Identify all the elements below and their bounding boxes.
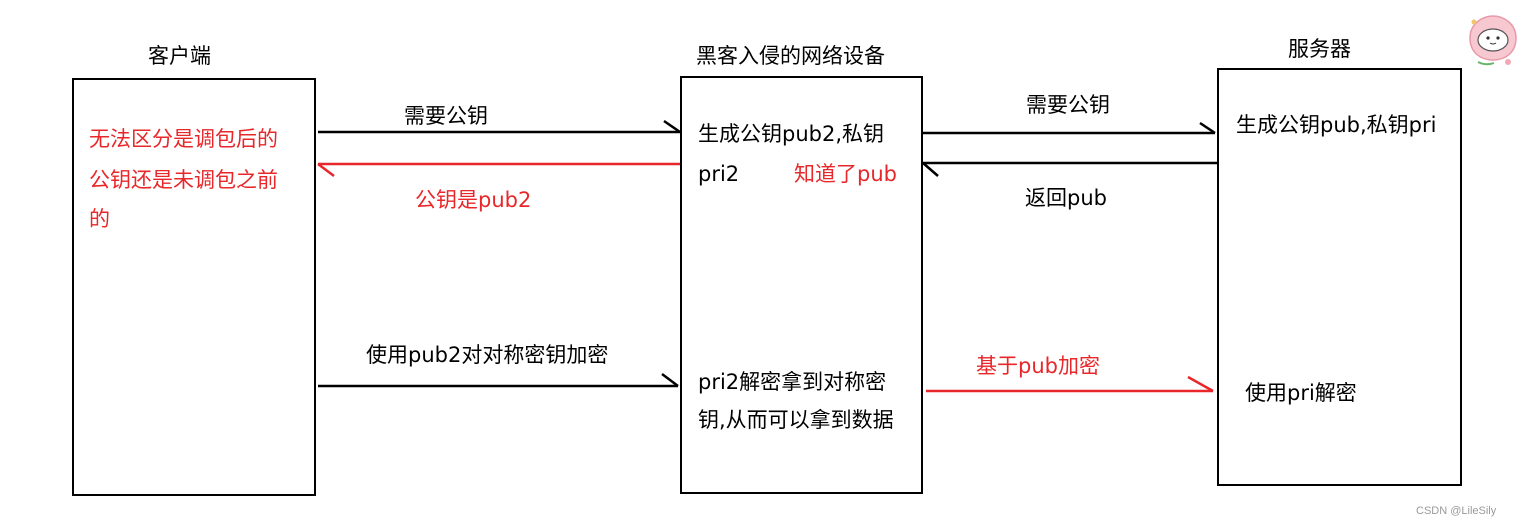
- hacker-knows-pub: 知道了pub: [794, 162, 897, 186]
- server-title: 服务器: [1288, 37, 1351, 61]
- arrow-hacker-to-server-request: [923, 121, 1216, 135]
- mascot-sticker-icon: [1469, 15, 1517, 66]
- hacker-generate-line2: pri2: [698, 162, 740, 186]
- client-note-line2: 公钥还是未调包之前: [89, 168, 278, 192]
- client-note-line3: 的: [89, 207, 110, 231]
- arrow-server-to-hacker-pub: [922, 161, 1217, 177]
- label-client-encrypt: 使用pub2对对称密钥加密: [366, 343, 609, 367]
- server-decrypt: 使用pri解密: [1245, 381, 1357, 405]
- hacker-decrypt-line1: pri2解密拿到对称密: [698, 370, 887, 394]
- hacker-decrypt-line2: 钥,从而可以拿到数据: [698, 408, 894, 432]
- arrow-hacker-to-client-pub2: [317, 162, 680, 177]
- client-box: [72, 78, 316, 496]
- label-client-request: 需要公钥: [404, 104, 488, 128]
- server-generate: 生成公钥pub,私钥pri: [1236, 113, 1437, 137]
- client-title: 客户端: [148, 44, 211, 68]
- hacker-device-box: [680, 76, 923, 494]
- watermark: CSDN @LileSily: [1416, 505, 1497, 517]
- label-hacker-return: 公钥是pub2: [415, 188, 532, 212]
- label-server-return: 返回pub: [1025, 186, 1107, 210]
- label-hacker-request: 需要公钥: [1026, 93, 1110, 117]
- client-note-line1: 无法区分是调包后的: [89, 127, 278, 151]
- arrow-client-to-hacker-encrypt: [318, 373, 679, 388]
- label-hacker-encrypt: 基于pub加密: [976, 354, 1100, 378]
- arrow-client-to-hacker-request: [318, 119, 681, 134]
- hacker-title: 黑客入侵的网络设备: [696, 44, 885, 68]
- arrow-hacker-to-server-encrypt: [926, 375, 1214, 393]
- hacker-generate-line1: 生成公钥pub2,私钥: [698, 122, 885, 146]
- server-box: [1217, 68, 1462, 486]
